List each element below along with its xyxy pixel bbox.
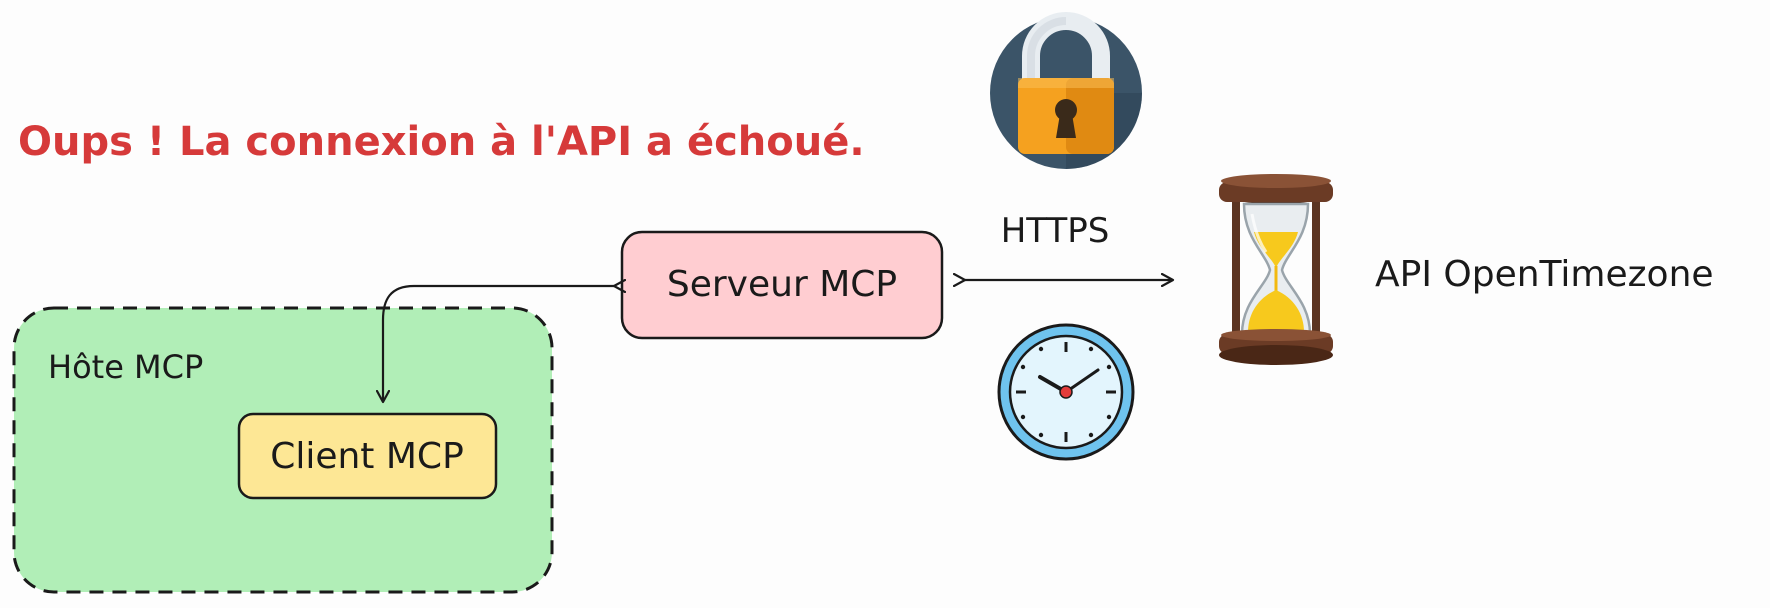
- client-label: Client MCP: [270, 436, 464, 477]
- server-label: Serveur MCP: [667, 264, 897, 305]
- error-message: Oups ! La connexion à l'API a échoué.: [18, 119, 865, 165]
- api-label: API OpenTimezone: [1375, 254, 1714, 295]
- clock-icon: [997, 323, 1135, 461]
- https-label: HTTPS: [1001, 211, 1110, 251]
- host-label: Hôte MCP: [48, 348, 203, 386]
- client-node[interactable]: [237, 412, 498, 500]
- padlock-icon: [990, 12, 1142, 169]
- client-server-arrow: [383, 286, 614, 402]
- hourglass-icon: [1219, 174, 1333, 365]
